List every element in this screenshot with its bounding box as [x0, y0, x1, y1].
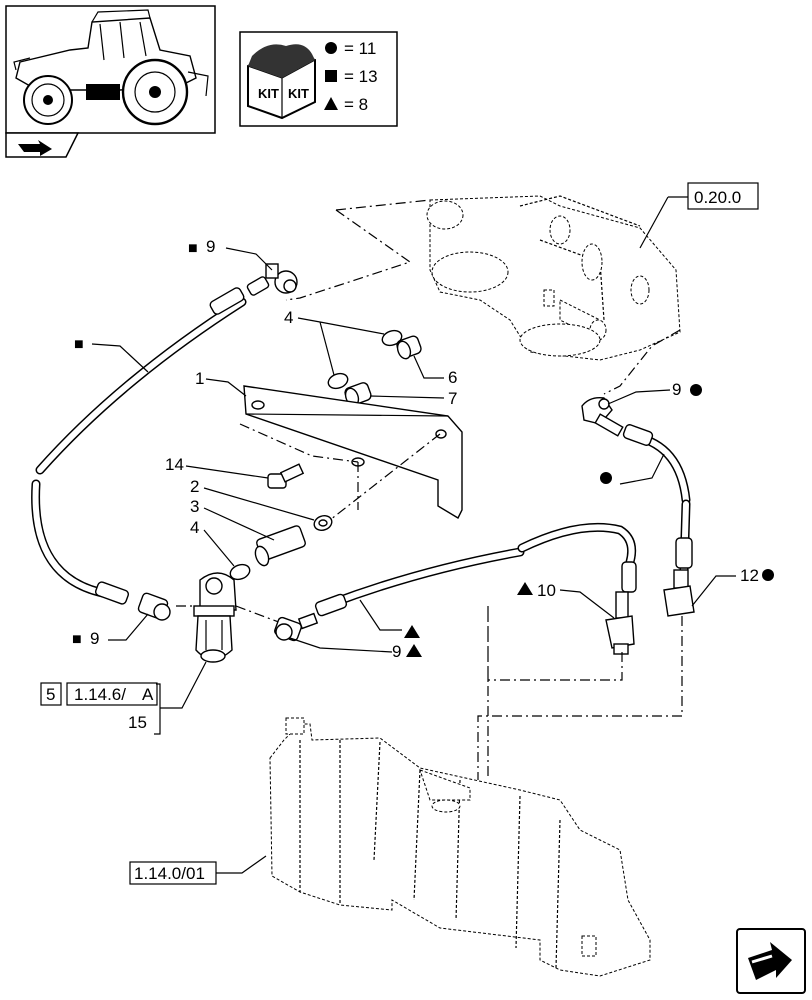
- hose-middle-left: [327, 549, 523, 607]
- callout-2[interactable]: 2: [190, 477, 199, 496]
- kit-box-icon: KIT KIT: [247, 44, 316, 120]
- svg-text:A[interactable]: A: [142, 685, 154, 704]
- o-ring-4-mid[interactable]: [326, 371, 350, 391]
- engine-block-ghost: [426, 195, 681, 361]
- svg-text:■: ■: [72, 631, 82, 648]
- triangle-symbol-icon: [324, 97, 338, 110]
- adapter-3[interactable]: [253, 525, 306, 568]
- quick-coupler-10[interactable]: [605, 591, 635, 655]
- fuel-tank-ghost: [269, 717, 651, 977]
- callout-9-top[interactable]: 9: [206, 237, 215, 256]
- engine-to-fitting-dashline: [285, 209, 412, 301]
- fitting-6[interactable]: [395, 335, 422, 361]
- kit-legend-triangle-count: = 8: [344, 95, 368, 114]
- filter-15[interactable]: [193, 572, 237, 663]
- hose-middle-right: [519, 524, 635, 565]
- hose-sleeve-right-top: [622, 424, 654, 446]
- hose-sleeve-mid-right: [621, 561, 637, 593]
- callout-4-low[interactable]: 4: [190, 518, 199, 537]
- engine-ref-label[interactable]: 0.20.0: [694, 188, 741, 207]
- quick-coupler-12[interactable]: [663, 569, 695, 617]
- fitting-9-circle[interactable]: [581, 396, 624, 437]
- callout-9-triangle[interactable]: 9: [392, 642, 401, 661]
- callout-9-left[interactable]: 9: [90, 629, 99, 648]
- coupler12-to-tank-dashline: [477, 616, 683, 780]
- bracket-1[interactable]: [243, 385, 463, 519]
- nav-arrow-icon[interactable]: [5, 132, 80, 158]
- fitting-9-top[interactable]: [246, 263, 298, 296]
- svg-text:5[interactable]: 5: [46, 685, 55, 704]
- o-ring-4-top[interactable]: [380, 328, 404, 348]
- callout-9-circle[interactable]: 9: [672, 380, 681, 399]
- svg-text:■: ■: [74, 336, 84, 353]
- tractor-thumbnail-icon[interactable]: [5, 5, 216, 134]
- hose-sleeve-mid-left: [314, 593, 348, 617]
- callout-4-top[interactable]: 4: [284, 308, 293, 327]
- callout-15[interactable]: 15: [128, 713, 147, 732]
- hose-sleeve-top: [209, 287, 245, 315]
- filter-ref-box-a[interactable]: [40, 682, 62, 706]
- engine-ref-box[interactable]: [687, 182, 759, 210]
- callout-6[interactable]: 6: [448, 368, 457, 387]
- hose-left-lower: [32, 481, 111, 597]
- callout-1[interactable]: 1: [195, 369, 204, 388]
- callout-7[interactable]: 7: [448, 389, 457, 408]
- bolt-14[interactable]: [267, 463, 305, 489]
- fitting-9-triangle[interactable]: [274, 612, 319, 642]
- coupler10-to-tank-dashline: [487, 604, 623, 780]
- kit-box-text-left: KIT: [258, 86, 279, 101]
- svg-text:■: ■: [188, 240, 198, 257]
- next-page-arrow-icon[interactable]: [736, 928, 806, 994]
- callout-3[interactable]: 3: [190, 497, 199, 516]
- svg-text:1.14.6/[interactable]: 1.14.6/: [74, 685, 126, 704]
- callout-10[interactable]: 10: [537, 581, 556, 600]
- kit-box-text-right: KIT: [288, 86, 309, 101]
- tank-ref-label[interactable]: 1.14.0/01: [134, 864, 205, 883]
- kit-legend: KIT KIT = 11 = 13 = 8: [239, 31, 398, 127]
- callout-14[interactable]: 14: [165, 455, 184, 474]
- hose-left-upper: [37, 299, 245, 473]
- fitting-9-left[interactable]: [137, 592, 171, 621]
- o-ring-4-low[interactable]: [228, 562, 252, 582]
- square-symbol-icon: [325, 70, 337, 82]
- circle-symbol-icon: [325, 42, 337, 54]
- hose-right-upper: [629, 433, 689, 503]
- hose-sleeve-bottom: [94, 581, 130, 605]
- filter-ref-box-b[interactable]: [66, 682, 158, 706]
- kit-legend-square-count: = 13: [344, 67, 378, 86]
- kit-legend-circle-count: = 11: [344, 39, 376, 58]
- callout-12[interactable]: 12: [740, 566, 759, 585]
- hose-sleeve-right-bottom: [675, 537, 693, 569]
